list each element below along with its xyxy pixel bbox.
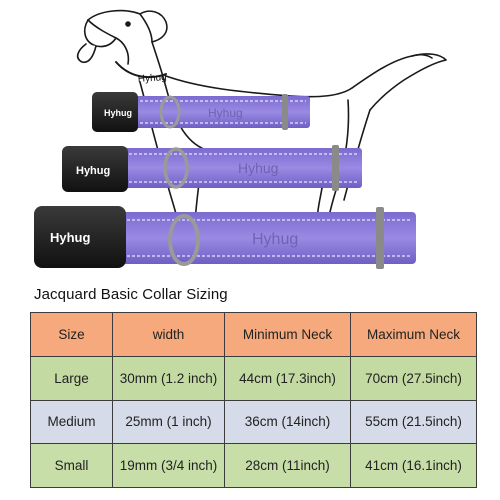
max-neck-cell: 41cm (16.1inch) bbox=[350, 443, 477, 488]
buckle-brand-text: Hyhug bbox=[76, 165, 110, 177]
table-header-cell: Size bbox=[30, 312, 113, 357]
table-header-row: Size width Minimum Neck Maximum Neck bbox=[30, 312, 477, 357]
width-cell: 25mm (1 inch) bbox=[112, 399, 225, 445]
collar-medium: Hyhug Hyhug bbox=[62, 145, 362, 192]
slider-bar bbox=[332, 145, 339, 191]
buckle-brand-text: Hyhug bbox=[50, 230, 91, 245]
collar-small: Hyhug Hyhug bbox=[92, 92, 310, 132]
collar-brand-text: Hyhug bbox=[208, 106, 243, 120]
min-neck-cell: 44cm (17.3inch) bbox=[224, 355, 351, 401]
d-ring bbox=[168, 214, 200, 266]
buckle bbox=[34, 206, 126, 268]
table-header-cell: Minimum Neck bbox=[224, 312, 351, 357]
table-header-cell: Maximum Neck bbox=[350, 312, 477, 357]
table-row: Medium 25mm (1 inch) 36cm (14inch) 55cm … bbox=[30, 399, 477, 445]
table-row: Large 30mm (1.2 inch) 44cm (17.3inch) 70… bbox=[30, 355, 477, 401]
sizing-heading: Jacquard Basic Collar Sizing bbox=[34, 286, 228, 303]
collar-brand-text: Hyhug bbox=[252, 231, 298, 248]
table-row: Small 19mm (3/4 inch) 28cm (11inch) 41cm… bbox=[30, 443, 477, 488]
size-cell: Small bbox=[30, 443, 113, 488]
collar-large: Hyhug Hyhug bbox=[34, 206, 416, 269]
buckle bbox=[92, 92, 138, 132]
slider-bar bbox=[282, 94, 288, 130]
d-ring bbox=[163, 147, 189, 189]
d-ring bbox=[159, 95, 181, 129]
slider-bar bbox=[376, 207, 384, 269]
table-header-cell: width bbox=[112, 312, 225, 357]
sizing-table: Size width Minimum Neck Maximum Neck Lar… bbox=[30, 312, 477, 488]
width-cell: 19mm (3/4 inch) bbox=[112, 443, 225, 488]
collar-webbing bbox=[92, 148, 362, 188]
min-neck-cell: 28cm (11inch) bbox=[224, 443, 351, 488]
max-neck-cell: 55cm (21.5inch) bbox=[350, 399, 477, 445]
collar-brand-text: Hyhug bbox=[238, 160, 278, 176]
size-cell: Medium bbox=[30, 399, 113, 445]
product-illustration: Hyhug Hyhug Hyhug Hyhug Hyhug Hyhug Hyhu… bbox=[34, 9, 447, 269]
dog-collar-brand-text: Hyhug bbox=[137, 72, 167, 85]
buckle-brand-text: Hyhug bbox=[104, 108, 132, 118]
size-cell: Large bbox=[30, 355, 113, 401]
collar-webbing bbox=[110, 212, 416, 264]
min-neck-cell: 36cm (14inch) bbox=[224, 399, 351, 445]
buckle bbox=[62, 146, 128, 192]
collar-webbing bbox=[108, 96, 310, 128]
width-cell: 30mm (1.2 inch) bbox=[112, 355, 225, 401]
max-neck-cell: 70cm (27.5inch) bbox=[350, 355, 477, 401]
